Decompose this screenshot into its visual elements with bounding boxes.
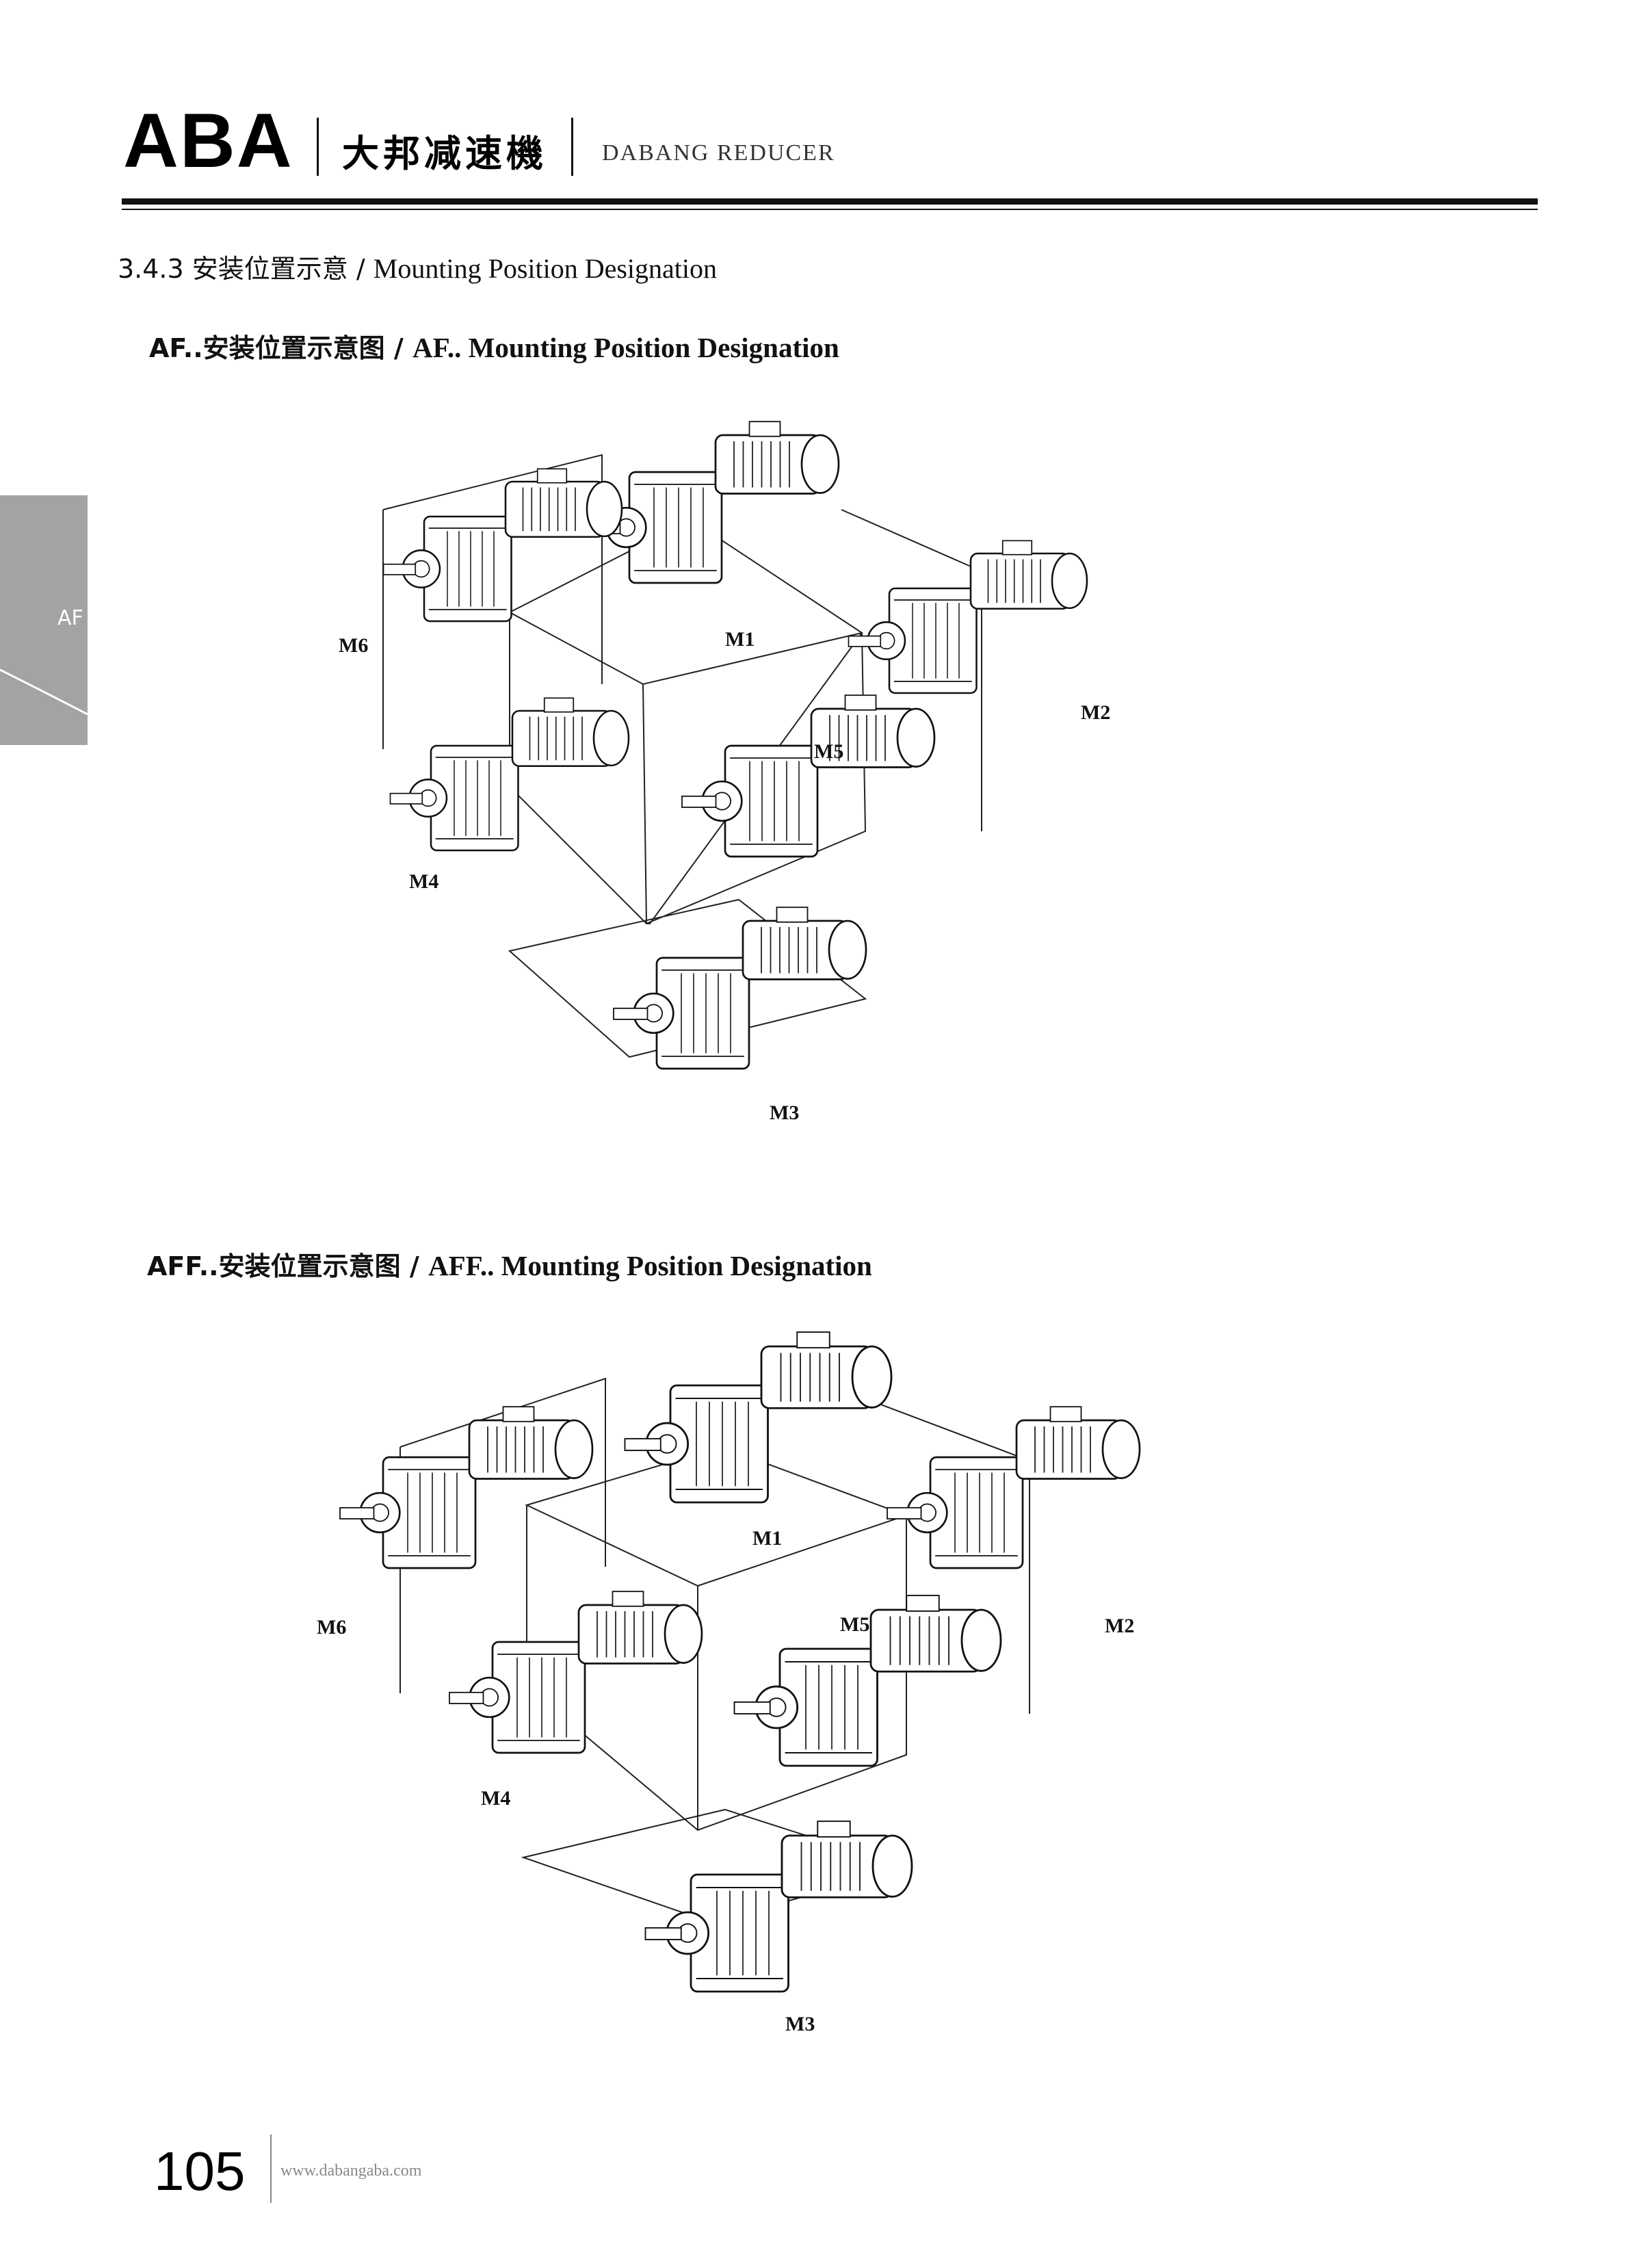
position-label-m3: M3 (785, 2013, 815, 2035)
section-number: 3.4.3 (118, 254, 184, 284)
tab-curve (0, 668, 88, 716)
position-label-m2: M2 (1081, 701, 1111, 724)
section-heading: 3.4.3 安装位置示意 / Mounting Position Designa… (118, 248, 717, 285)
brand-logo: ABA (123, 98, 293, 183)
header-rule-thin (122, 209, 1538, 210)
brand-name-cn: 大邦减速機 (342, 132, 547, 175)
page-number: 105 (154, 2141, 246, 2202)
brand-name-en: DABANG REDUCER (602, 140, 835, 166)
diagram-title-cn: AFF..安装位置示意图 / (147, 1251, 419, 1281)
drive-units-aff (340, 1332, 1140, 1992)
position-label-m1: M1 (725, 628, 755, 651)
diagram-title-cn: AF..安装位置示意图 / (149, 333, 404, 363)
position-label-m6: M6 (339, 634, 369, 657)
position-label-m2: M2 (1105, 1615, 1135, 1637)
position-label-m6: M6 (317, 1616, 347, 1639)
position-label-m5: M5 (840, 1613, 870, 1636)
header-separator (571, 118, 573, 176)
footer-separator (270, 2135, 272, 2203)
position-label-m1: M1 (752, 1527, 783, 1550)
position-label-m4: M4 (409, 870, 439, 893)
header-separator (317, 118, 319, 176)
chapter-tab: AF (0, 495, 88, 745)
section-title-en: Mounting Position Designation (373, 253, 718, 284)
diagram-title-af: AF..安装位置示意图 / AF.. Mounting Position Des… (149, 327, 839, 365)
diagram-title-aff: AFF..安装位置示意图 / AFF.. Mounting Position D… (147, 1245, 872, 1283)
header-rule (122, 198, 1538, 205)
position-label-m5: M5 (814, 740, 844, 763)
chapter-tab-label: AF (57, 606, 83, 630)
section-title-cn: 安装位置示意 / (192, 254, 365, 284)
position-label-m4: M4 (481, 1787, 511, 1810)
position-label-m3: M3 (770, 1101, 800, 1124)
footer-url: www.dabangaba.com (280, 2162, 422, 2180)
diagram-title-en: AFF.. Mounting Position Designation (428, 1250, 872, 1281)
diagram-title-en: AF.. Mounting Position Designation (412, 332, 839, 363)
